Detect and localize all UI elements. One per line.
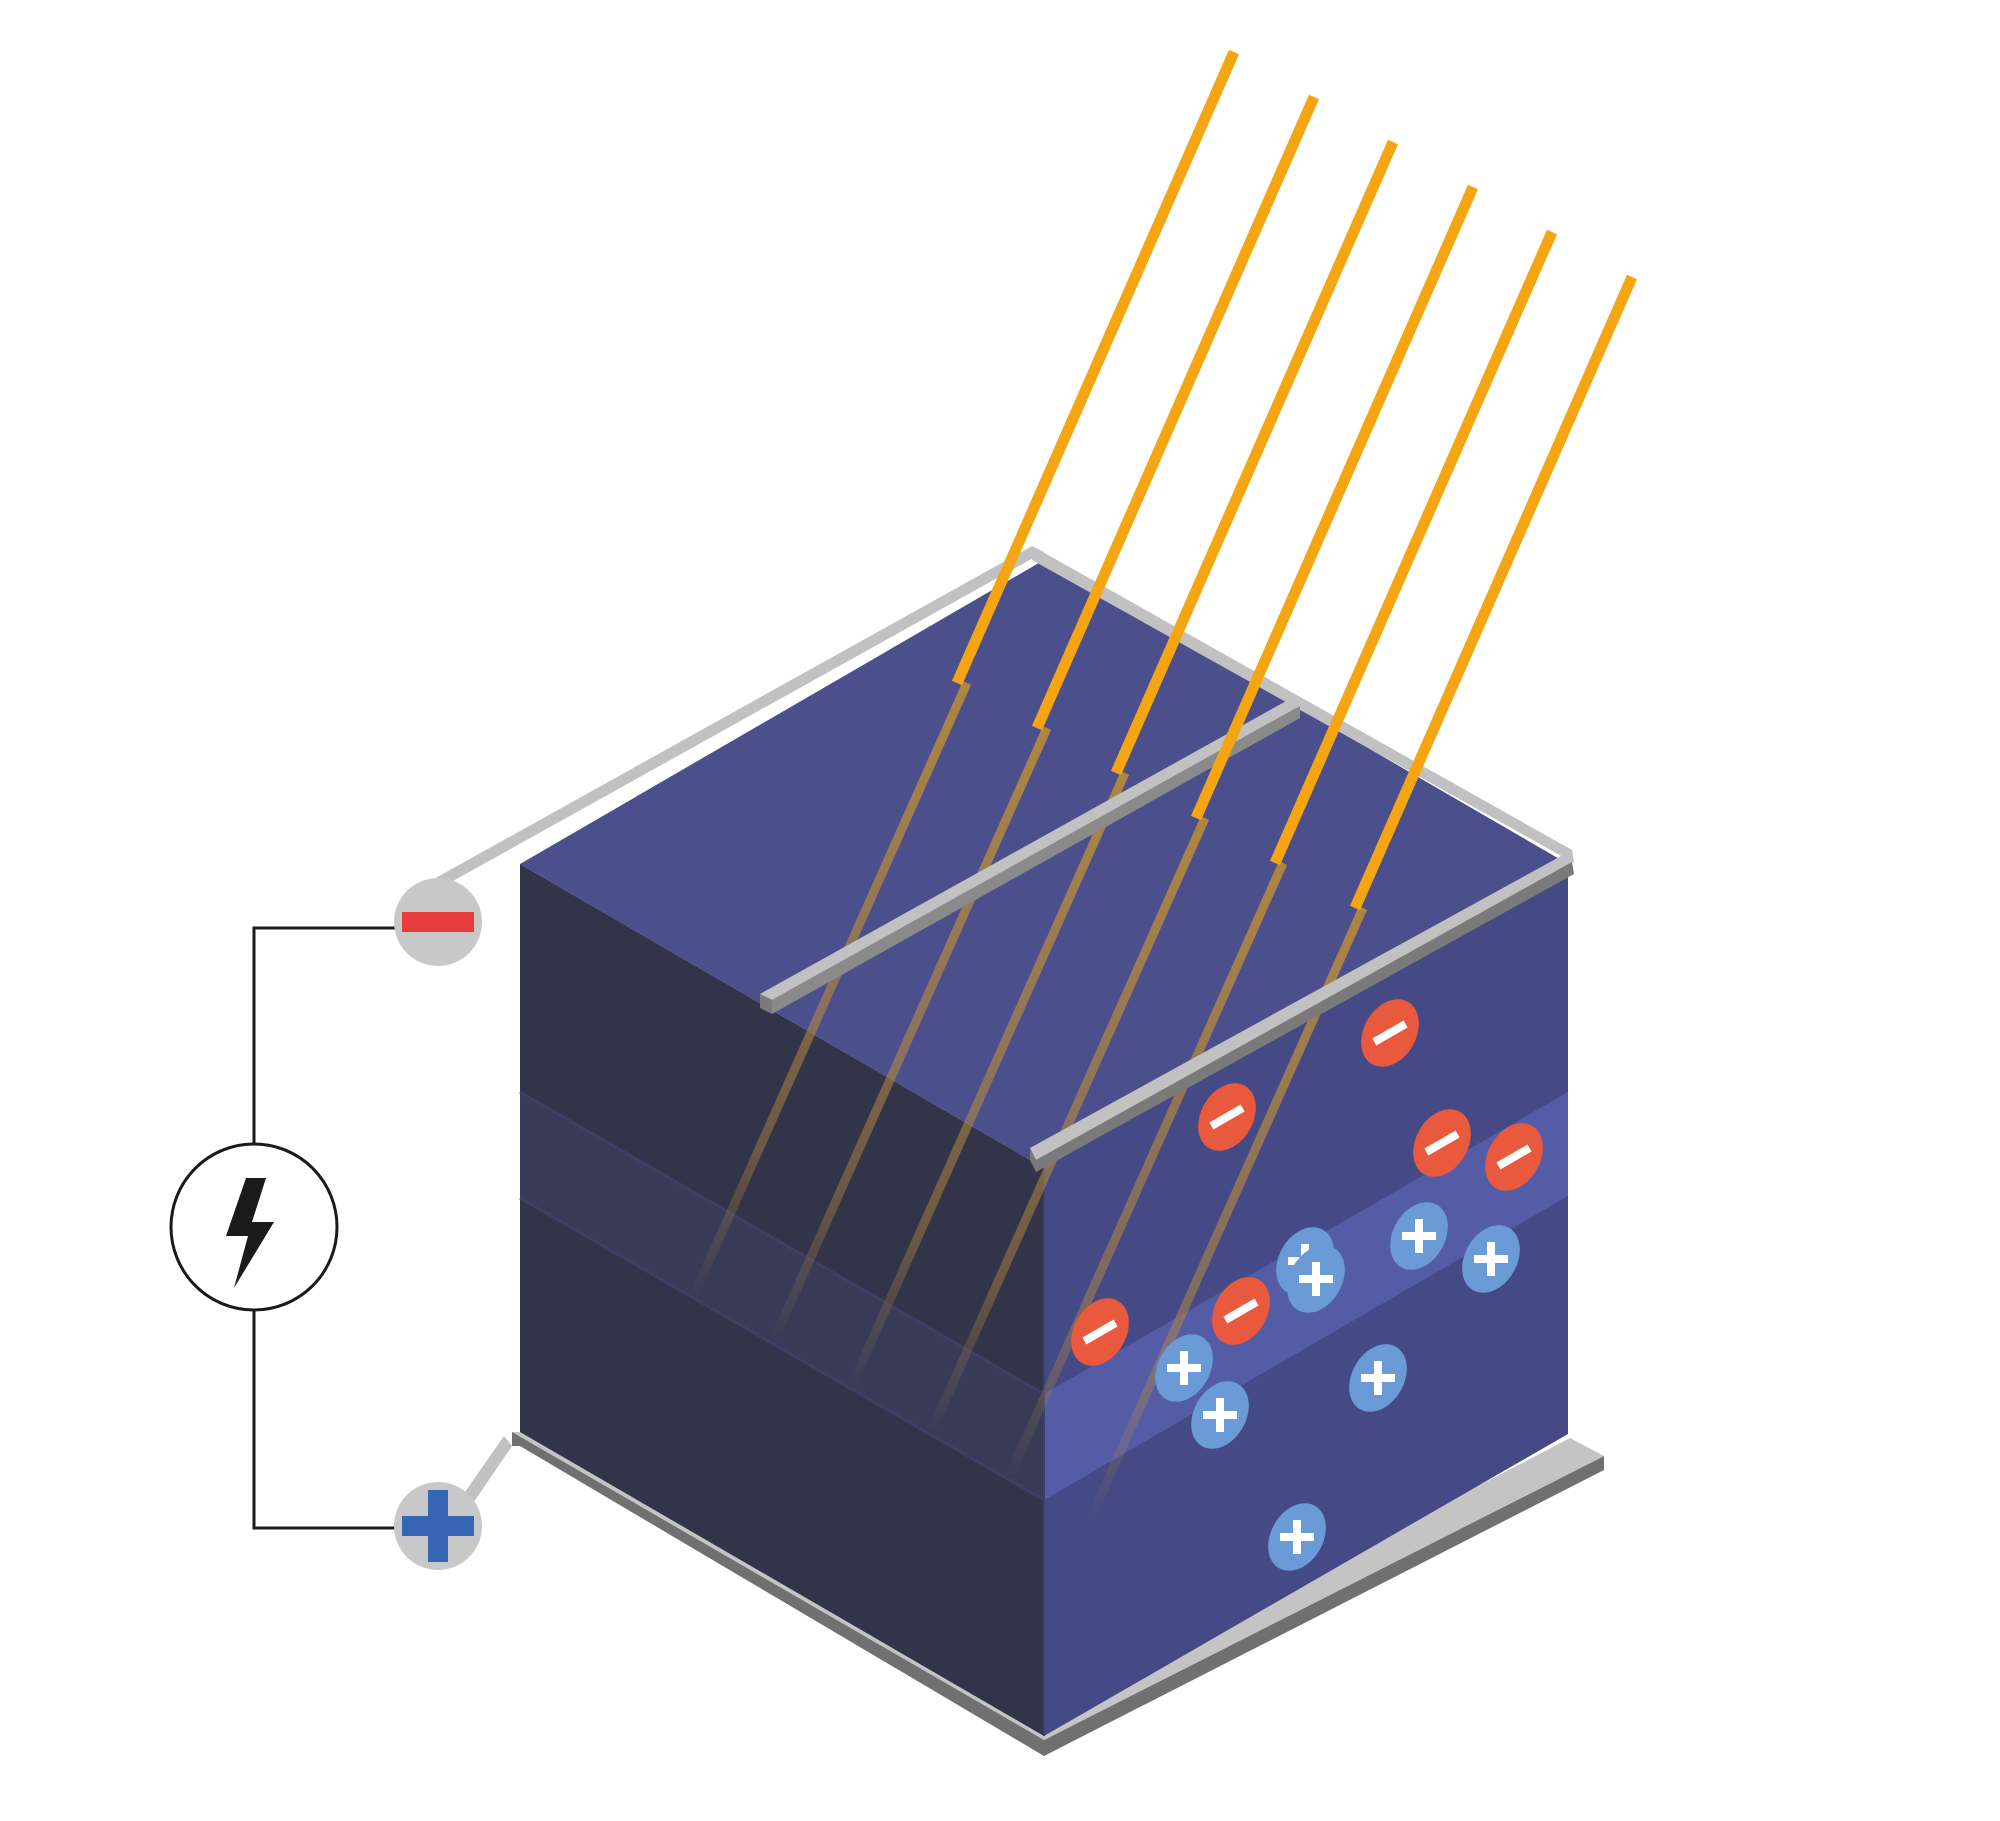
negative-charge <box>1212 1277 1270 1345</box>
plus-sign-v <box>1312 1262 1320 1296</box>
plus-sign-v <box>1415 1219 1423 1253</box>
positive-charge <box>1191 1381 1249 1449</box>
positive-charge <box>1287 1245 1345 1313</box>
plus-sign-v <box>1487 1242 1495 1276</box>
minus-sign <box>1209 1104 1245 1130</box>
positive-charge <box>1462 1225 1520 1293</box>
negative-charge <box>1413 1109 1471 1177</box>
minus-sign <box>1496 1144 1532 1170</box>
negative-charge <box>1361 999 1419 1067</box>
plus-sign-v <box>1180 1351 1188 1385</box>
light-ray-1 <box>951 49 1240 686</box>
minus-icon <box>402 912 474 932</box>
contact-finger <box>760 700 1300 1014</box>
light-ray-2 <box>1031 94 1320 731</box>
load-symbol <box>169 1142 339 1312</box>
front-junction-band <box>520 1092 1044 1500</box>
ray-inside-3 <box>846 771 1130 1389</box>
positive-charge <box>1155 1334 1213 1402</box>
external-circuit <box>252 926 404 1530</box>
negative-terminal <box>394 878 482 966</box>
circuit-wire-top <box>252 926 404 1144</box>
plus-sign-v <box>1374 1361 1382 1395</box>
light-ray-5 <box>1269 229 1558 866</box>
positive-charge <box>1268 1503 1326 1571</box>
plus-icon-vertical <box>428 1490 448 1562</box>
back-contact-plate <box>512 1432 1604 1756</box>
plus-sign-v <box>1216 1398 1224 1432</box>
minus-sign <box>1424 1130 1460 1156</box>
circuit-wire-bottom <box>252 1310 404 1530</box>
positive-charge <box>1349 1344 1407 1412</box>
ray-inside-5 <box>1004 861 1288 1479</box>
minus-sign <box>1082 1319 1118 1345</box>
minus-sign <box>1372 1020 1408 1046</box>
ray-inside-1 <box>688 681 972 1299</box>
positive-charge <box>1390 1202 1448 1270</box>
top-contact-frame <box>432 546 1574 1172</box>
lightning-bolt-icon <box>226 1178 274 1288</box>
negative-charge <box>1071 1298 1129 1366</box>
minus-sign <box>1223 1298 1259 1324</box>
light-ray-paths-inside <box>688 681 1368 1524</box>
ray-inside-4 <box>926 816 1210 1434</box>
negative-charge <box>1485 1123 1543 1191</box>
ray-inside-2 <box>768 726 1052 1344</box>
negative-charge <box>1198 1083 1256 1151</box>
positive-terminal <box>394 1482 482 1570</box>
charges <box>1071 999 1543 1571</box>
light-ray-4 <box>1190 184 1479 821</box>
light-ray-6 <box>1349 274 1638 911</box>
plus-sign-v <box>1293 1520 1301 1554</box>
incoming-light-rays <box>951 49 1638 911</box>
light-ray-3 <box>1110 139 1399 776</box>
